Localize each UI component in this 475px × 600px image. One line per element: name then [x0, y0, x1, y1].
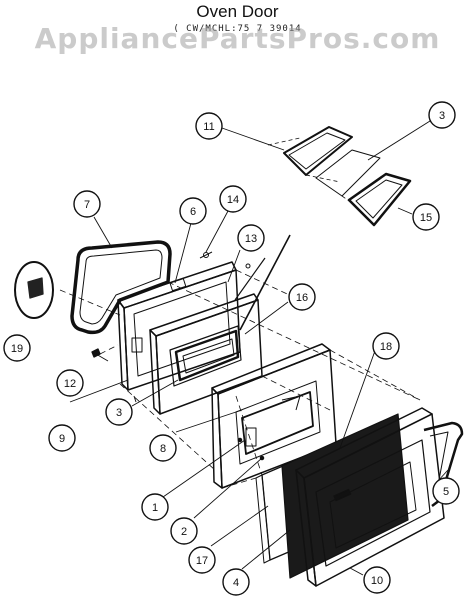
svg-text:16: 16: [296, 292, 308, 304]
callout-14: 14: [219, 185, 247, 213]
callout-4: 4: [222, 568, 250, 596]
inset-window-assembly: [267, 126, 412, 227]
svg-text:3: 3: [116, 407, 122, 419]
callout-8: 8: [149, 434, 177, 462]
svg-text:8: 8: [160, 443, 166, 455]
callout-17: 17: [188, 546, 216, 574]
callout-3-top: 3: [428, 101, 456, 129]
svg-text:13: 13: [245, 233, 257, 245]
diagram-subtitle: ( CW/MCHL:75 7 39014: [173, 24, 302, 34]
part-19: [14, 261, 54, 319]
callout-labels: 11 3 15 7 6 14 13 16 19 18 12 9 3 8 1 2 …: [3, 101, 460, 596]
callout-6: 6: [179, 197, 207, 225]
svg-text:6: 6: [190, 206, 196, 218]
alignment-lines: [59, 269, 421, 489]
callout-12: 12: [56, 369, 84, 397]
svg-text:14: 14: [227, 194, 239, 206]
callout-11: 11: [195, 112, 223, 140]
callout-18: 18: [372, 332, 400, 360]
svg-text:1: 1: [152, 502, 158, 514]
baffle-16: [149, 293, 263, 415]
callout-9: 9: [48, 424, 76, 452]
svg-text:10: 10: [371, 575, 383, 587]
diagram-title: Oven Door: [196, 2, 279, 21]
callout-16: 16: [288, 283, 316, 311]
svg-text:7: 7: [84, 199, 90, 211]
watermark: AppliancePartsPros.com: [34, 22, 441, 55]
callout-2: 2: [170, 517, 198, 545]
svg-text:15: 15: [420, 212, 432, 224]
svg-text:3: 3: [439, 110, 445, 122]
svg-text:2: 2: [181, 526, 187, 538]
svg-text:12: 12: [64, 378, 76, 390]
callout-13: 13: [237, 224, 265, 252]
svg-text:19: 19: [11, 343, 23, 355]
svg-text:4: 4: [233, 577, 239, 589]
callout-10: 10: [363, 566, 391, 594]
handle-5: [423, 421, 464, 507]
svg-text:9: 9: [59, 433, 65, 445]
outer-door-10: [295, 407, 445, 587]
svg-text:17: 17: [196, 555, 208, 567]
callout-1: 1: [141, 493, 169, 521]
callout-3-middle: 3: [105, 398, 133, 426]
callout-7: 7: [73, 190, 101, 218]
leader-lines: [69, 120, 449, 576]
svg-text:18: 18: [380, 341, 392, 353]
callout-15: 15: [412, 203, 440, 231]
callout-5: 5: [432, 477, 460, 505]
svg-text:11: 11: [203, 121, 214, 133]
callout-19: 19: [3, 334, 31, 362]
svg-text:5: 5: [443, 486, 449, 498]
